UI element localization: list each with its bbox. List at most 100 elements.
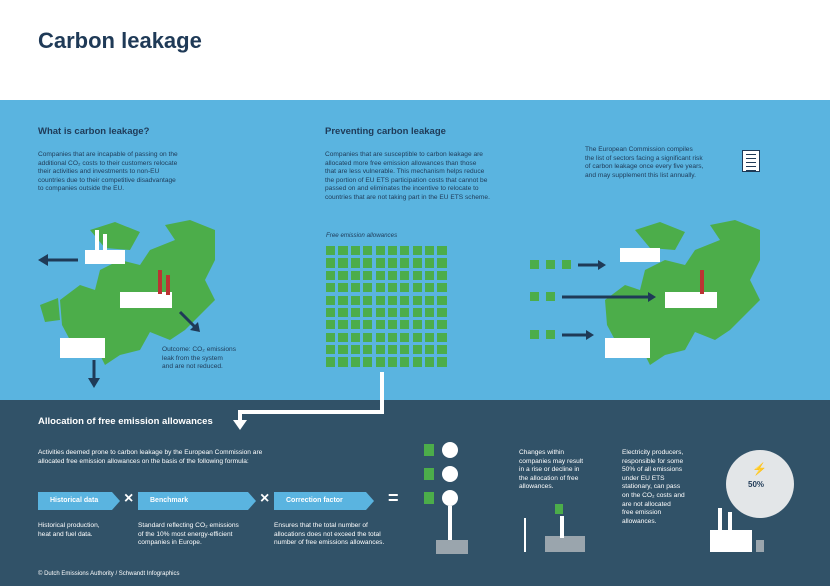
text-line: allocated free emission allowances on th…	[38, 457, 249, 465]
text-line: allocated more free emission allowances …	[325, 159, 477, 167]
outcome-text: Outcome: CO₂ emissions leak from the sys…	[162, 346, 236, 372]
text-line: Electricity producers,	[622, 449, 684, 456]
allowance-square	[350, 332, 360, 342]
allowance-squares	[530, 260, 571, 339]
allowance-square	[437, 283, 447, 293]
allowance-square	[412, 332, 422, 342]
allowance-square	[412, 307, 422, 318]
allowance-square	[350, 246, 360, 256]
connector-arrow	[238, 372, 384, 422]
allowance-square	[412, 357, 422, 367]
allowance-square	[338, 345, 348, 355]
allowance-square	[363, 283, 373, 293]
electricity-text: Electricity producers, responsible for s…	[622, 449, 685, 526]
text-line: the list of sectors facing a significant…	[585, 154, 703, 162]
allowance-square	[375, 357, 385, 367]
text-line: countries due to their competitive disad…	[38, 176, 176, 184]
text-line: their activities and investments to non-…	[38, 168, 160, 176]
allowance-square	[400, 357, 410, 367]
historical-data-box: Historical data	[38, 492, 120, 510]
multiply-sign: ×	[260, 490, 270, 507]
allowance-square	[437, 270, 447, 280]
allowance-square	[425, 345, 435, 355]
allowance-square	[375, 345, 385, 355]
text-line: additional CO₂ costs to their customers …	[38, 159, 178, 167]
text-line: The European Commission compiles	[585, 146, 693, 153]
allowance-square	[326, 295, 336, 305]
text-line: 50% of all emissions	[622, 466, 683, 474]
allowance-square	[387, 283, 398, 293]
allowance-square	[400, 295, 410, 305]
illustrations	[38, 220, 760, 430]
allowance-square	[437, 320, 447, 330]
commission-text: The European Commission compiles the lis…	[585, 146, 703, 180]
text-line: Activities deemed prone to carbon leakag…	[38, 449, 263, 456]
equals-sign: =	[388, 488, 399, 508]
text-line: of carbon leakage once every five years,	[585, 163, 704, 171]
allowance-square	[363, 270, 373, 280]
allowance-square	[338, 320, 348, 330]
allowance-square	[437, 246, 447, 256]
text-line: Historical production,	[38, 522, 100, 529]
factory-icon	[605, 338, 650, 358]
allowance-square	[437, 332, 447, 342]
what-heading: What is carbon leakage?	[38, 126, 150, 137]
allowance-square	[375, 307, 385, 318]
text-line: Ensures that the total number of	[274, 522, 368, 529]
allowance-square	[338, 357, 348, 367]
allowance-square	[350, 258, 360, 268]
allowance-square	[412, 295, 422, 305]
allowance-square	[375, 270, 385, 280]
text-line: in a rise or decline in	[519, 466, 580, 474]
allowance-square	[412, 320, 422, 330]
text-line: heat and fuel data.	[38, 530, 93, 538]
allowance-square	[350, 270, 360, 280]
allowance-square	[412, 283, 422, 293]
text-line: the portion of EU ETS participation cost…	[325, 176, 488, 184]
allowance-square	[400, 320, 410, 330]
allowance-square	[425, 258, 435, 268]
percentage-badge: 50%	[748, 480, 765, 489]
allowance-square	[363, 332, 373, 342]
text-line: Companies that are incapable of passing …	[38, 151, 178, 158]
allowance-square	[326, 357, 336, 367]
allowance-square	[338, 307, 348, 318]
allowance-square	[326, 345, 336, 355]
text-line: Changes within	[519, 449, 565, 456]
factory-icon	[60, 338, 105, 358]
allowance-square	[400, 307, 410, 318]
allowance-square	[387, 295, 398, 305]
correction-factor-box: Correction factor	[274, 492, 374, 510]
allowance-square	[350, 357, 360, 367]
allowance-square	[338, 246, 348, 256]
allowance-square	[375, 320, 385, 330]
allowance-square	[326, 246, 336, 256]
allowance-square	[387, 307, 398, 318]
factory-icon	[85, 250, 125, 264]
allowance-square	[400, 332, 410, 342]
text-line: to companies outside the EU.	[38, 185, 125, 193]
allowance-square	[375, 283, 385, 293]
text-line: countries that are not taking part in th…	[325, 193, 490, 201]
allowance-square	[387, 345, 398, 355]
text-line: that are less vulnerable. This mechanism…	[325, 168, 485, 176]
allowance-square	[437, 345, 447, 355]
power-plant	[710, 450, 794, 552]
allowance-stack	[424, 442, 468, 554]
allowance-square	[387, 246, 398, 256]
credit-line: © Dutch Emissions Authority / Schwandt I…	[38, 571, 180, 577]
allowance-square	[350, 307, 360, 318]
allowance-grid	[326, 246, 447, 367]
page-title: Carbon leakage	[38, 28, 202, 53]
text-line: leak from the system	[162, 354, 223, 362]
lightning-icon: ⚡	[752, 462, 767, 476]
text-line: Standard reflecting CO₂ emissions	[138, 522, 239, 529]
allowance-square	[437, 258, 447, 268]
text-line: companies in Europe.	[138, 539, 202, 547]
grid-caption: Free emission allowances	[326, 232, 398, 239]
text-line: Outcome: CO₂ emissions	[162, 346, 237, 353]
arrow-down-right	[178, 310, 198, 330]
allowance-square	[363, 345, 373, 355]
allowance-square	[387, 332, 398, 342]
multiply-sign: ×	[124, 490, 134, 507]
